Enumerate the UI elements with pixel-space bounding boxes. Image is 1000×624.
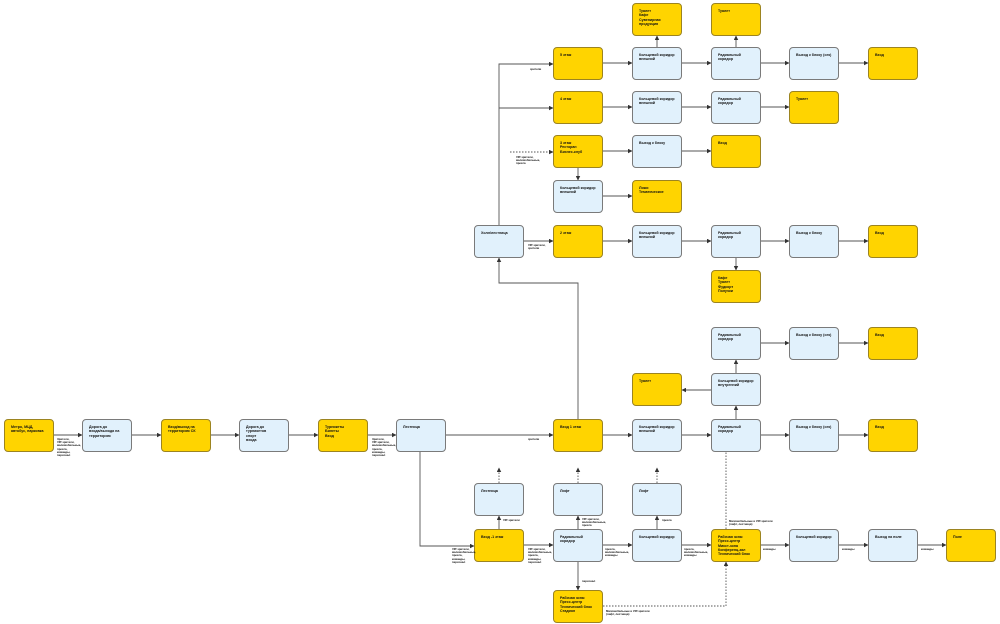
node-n9: Радиальный коридор (711, 419, 761, 452)
node-n44: Радиальный коридор (553, 529, 603, 562)
node-n8: Кольцевой коридор внешний (632, 419, 682, 452)
node-n21: Выход к блоку (789, 225, 839, 258)
node-n29: 4 этаж (553, 91, 603, 124)
connector-arrow (498, 61, 554, 225)
edge-label-up_dashed: Маломобильные и VIP-зрители (лифт, лестн… (729, 519, 773, 527)
node-n34: Кольцевой коридор внешний (632, 47, 682, 80)
node-n40: Лестница (474, 483, 524, 516)
node-n15: Выход к блоку (сек) (789, 327, 839, 360)
node-n22: Вход (868, 225, 918, 258)
node-n13: Туалет (632, 373, 682, 406)
node-n46: Рабочая зона: Пресс-центр Микст-зона Кон… (711, 529, 761, 562)
node-n12: Кольцевой коридор внутренний (711, 373, 761, 406)
node-n43: Вход -1 этаж (474, 529, 524, 562)
edge-label-teams1: команды (763, 547, 776, 551)
node-n45: Кольцевой коридор (632, 529, 682, 562)
node-n20: Радиальный коридор (711, 225, 761, 258)
edge-label-to_lift1: VIP-зрители, маломобильные, пресса (582, 517, 607, 528)
node-n3: Вход/выход на территорию СК (161, 419, 211, 452)
node-n19: Кольцевой коридор внешний (632, 225, 682, 258)
node-n39: Туалет (711, 3, 761, 36)
node-n42: Лифт (632, 483, 682, 516)
edge-label-spectators_top: зрители (530, 67, 542, 71)
node-n38: Туалет Кафе Сувенирная продукция (632, 3, 682, 36)
edge-label-staff: персонал (582, 579, 596, 583)
edge-label-all: Зрители, VIP-зрители, маломобильные, пре… (57, 437, 82, 458)
node-n7: Вход 1 этаж (553, 419, 603, 452)
node-n50: Рабочая зона: Пресс-центр Технический бл… (553, 590, 603, 623)
edge-label-teams2: команды (842, 547, 855, 551)
edge-label-all2: Зрители, VIP-зрители, маломобильные, пре… (372, 437, 397, 458)
node-n47: Кольцевой коридор (789, 529, 839, 562)
edge-label-teams3: команды (921, 547, 934, 551)
node-n48: Выход на поле (868, 529, 918, 562)
node-n14: Радиальный коридор (711, 327, 761, 360)
node-n25: Выход к блоку (632, 135, 682, 168)
node-n33: 5 этаж (553, 47, 603, 80)
node-n17: Холл/лестница (474, 225, 524, 258)
edge-label-bottom_dashed: Маломобильные и VIP-зрители (лифт, лестн… (606, 609, 650, 617)
node-n16: Вход (868, 327, 918, 360)
node-n4: Дорога до турникетов спорт входа (239, 419, 289, 452)
node-n27: Кольцевой коридор внешний (553, 180, 603, 213)
node-n26: Вход (711, 135, 761, 168)
node-n37: Вход (868, 47, 918, 80)
node-n5: Турникеты Билеты Вход (318, 419, 368, 452)
node-n41: Лифт (553, 483, 603, 516)
node-n35: Радиальный коридор (711, 47, 761, 80)
node-n36: Выход к блоку (сек) (789, 47, 839, 80)
node-n6: Лестница (396, 419, 446, 452)
edge-label-staff_down: VIP-зрители, маломобильные, пресса, кома… (452, 547, 477, 564)
node-n2: Дорога до входа/выхода на территорию (82, 419, 132, 452)
node-n30: Кольцевой коридор внешний (632, 91, 682, 124)
edge-label-vip_spec: VIP-зрители, зрители (528, 243, 546, 251)
connector-arrow (419, 452, 475, 549)
dashed-connector (603, 561, 729, 607)
node-n1: Метро, МЦД, автобус, парковка (4, 419, 54, 452)
node-n23: Кафе Туалет Фудкорт Получки (711, 270, 761, 303)
edge-label-vip_stairs: VIP-зрители (503, 518, 520, 522)
node-n28: Ложи Тематические (632, 180, 682, 213)
node-n10: Выход к блоку (сек) (789, 419, 839, 452)
edge-label-vip_dashed: VIP-зрители, маломобильные, пресса (516, 155, 541, 166)
node-n24: 3 этаж Ресторан Бизнес-клуб (553, 135, 603, 168)
edge-label-to_radial: VIP-зрители, маломобильные, пресса, кома… (528, 547, 553, 564)
node-n49: Поле (946, 529, 996, 562)
node-n11: Вход (868, 419, 918, 452)
edge-label-to_lift2: пресса (662, 518, 672, 522)
node-n32: Туалет (789, 91, 839, 124)
connector-arrow (496, 257, 579, 419)
node-n18: 2 этаж (553, 225, 603, 258)
edge-label-to_ring: пресса, маломобильные, команды (605, 547, 630, 558)
node-n31: Радиальный коридор (711, 91, 761, 124)
edge-label-spectators1: зрители (528, 437, 540, 441)
edge-label-to_work: пресса, маломобильные, команды (684, 547, 709, 558)
